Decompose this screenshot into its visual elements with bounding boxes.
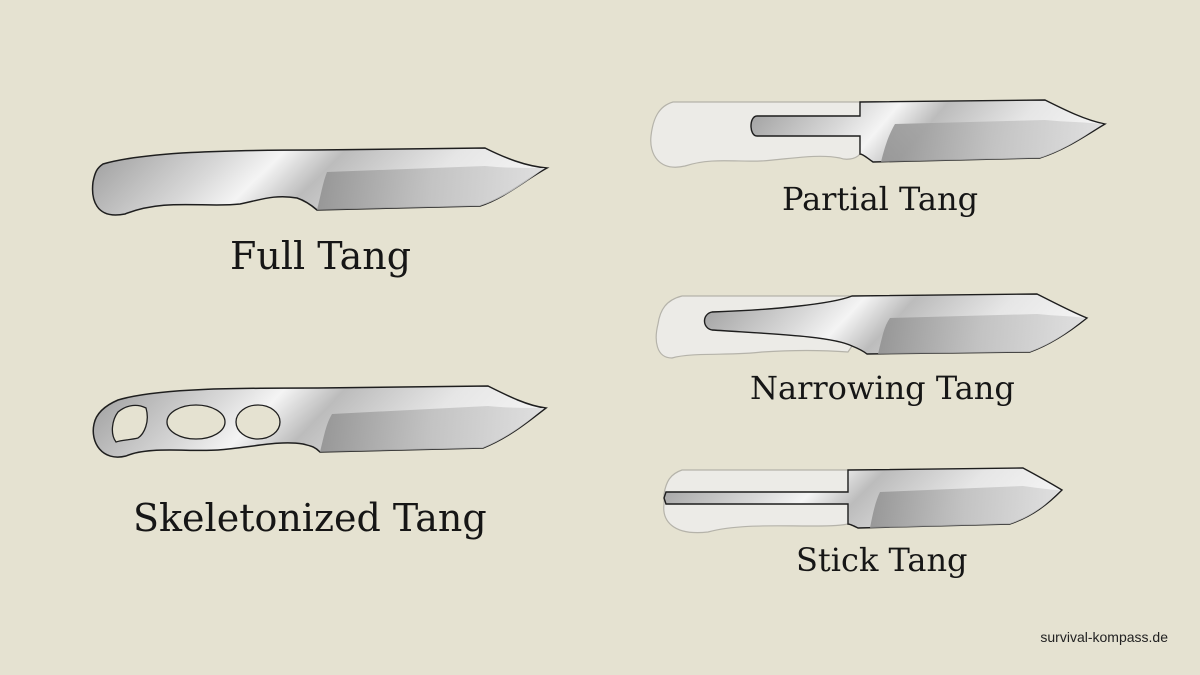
partial-tang-label: Partial Tang [782,180,979,218]
partial-tang-knife-illustration [650,99,1107,168]
source-credit: survival-kompass.de [1040,629,1168,645]
skeletonized-tang-knife-illustration [92,385,548,458]
full-tang-knife-illustration [91,147,550,216]
skeletonized-tang-label: Skeletonized Tang [133,496,487,540]
stick-tang-label: Stick Tang [796,541,968,579]
narrowing-tang-label: Narrowing Tang [750,369,1015,407]
stick-tang-knife-illustration [663,467,1064,534]
full-tang-label: Full Tang [230,234,412,278]
narrowing-tang-knife-illustration [655,293,1089,359]
